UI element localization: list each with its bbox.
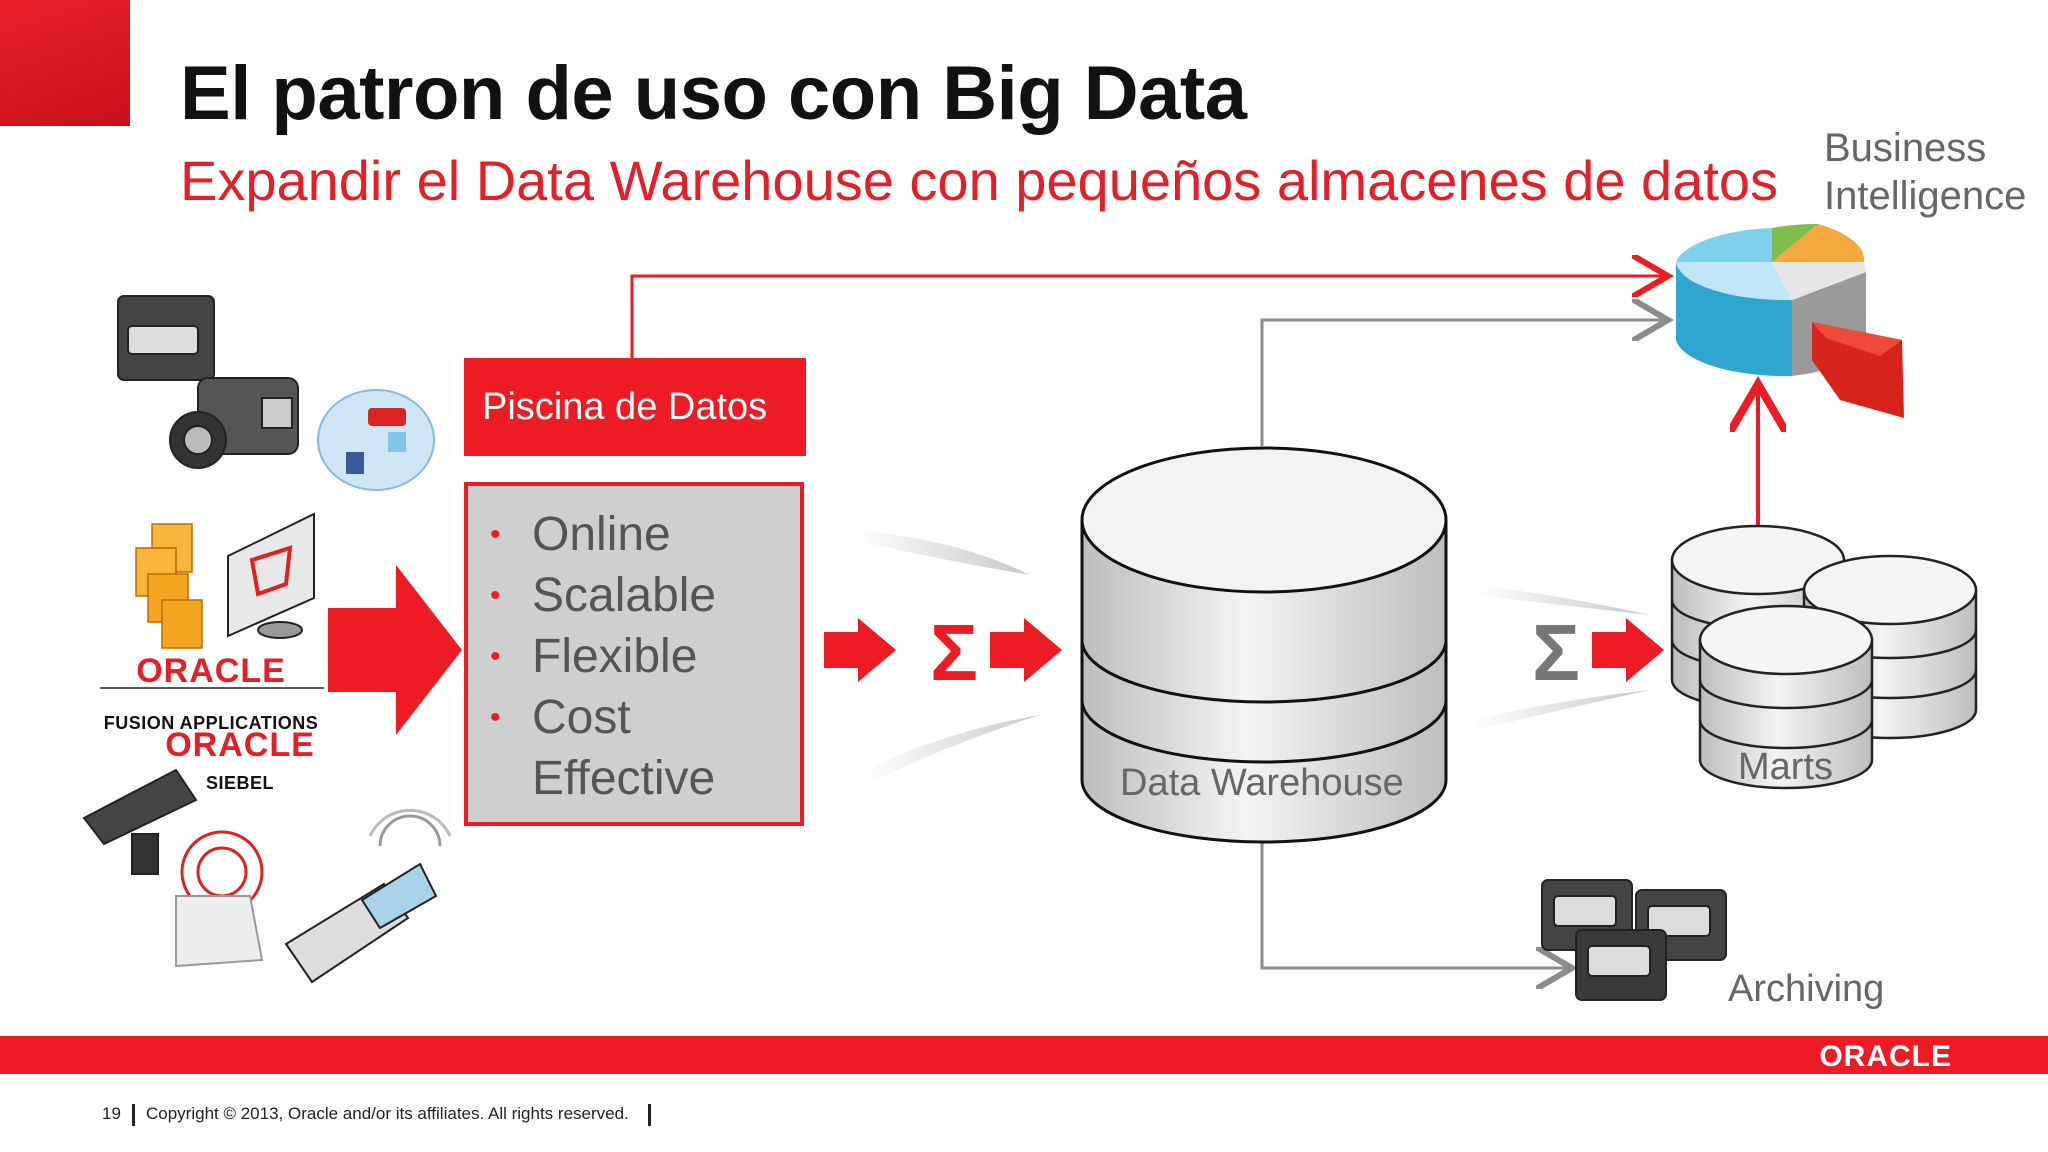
swoosh-upper-left bbox=[855, 530, 1030, 575]
marts-label: Marts bbox=[1738, 746, 1833, 788]
oracle-fusion-logo-subtitle: FUSION APPLICATIONS bbox=[103, 713, 319, 733]
property-scalable: Scalable bbox=[490, 565, 800, 626]
ingest-arrow bbox=[328, 565, 462, 735]
business-intelligence-pie-chart bbox=[1676, 223, 1904, 418]
data-pool-header: Piscina de Datos bbox=[464, 358, 806, 456]
property-online: Online bbox=[490, 504, 800, 565]
oracle-siebel-logo-text: ORACLE bbox=[165, 726, 315, 764]
swoosh-upper-right bbox=[1475, 585, 1650, 615]
mobile-phone-icon bbox=[284, 808, 452, 984]
bi-label-line2: Intelligence bbox=[1824, 174, 2027, 218]
data-warehouse-label: Data Warehouse bbox=[1120, 762, 1404, 804]
property-cost: Cost bbox=[490, 687, 800, 748]
sigma-to-marts-arrow bbox=[1592, 618, 1664, 682]
archiving-tapes-icon bbox=[1541, 879, 1727, 1001]
archiving-label: Archiving bbox=[1728, 968, 1885, 1010]
page-title: El patron de uso con Big Data bbox=[180, 51, 1247, 136]
swoosh-lower-left bbox=[865, 715, 1040, 780]
oracle-siebel-logo: ORACLE SIEBEL bbox=[150, 726, 330, 794]
page-subtitle: Expandir el Data Warehouse con pequeños … bbox=[180, 149, 1779, 212]
oracle-fusion-logo-text: ORACLE bbox=[136, 652, 286, 690]
documents-stack-icon bbox=[135, 523, 203, 649]
sigma-symbol-gray: Σ bbox=[1532, 608, 1580, 697]
dw-to-bi-connector bbox=[1260, 320, 1668, 446]
oracle-siebel-logo-subtitle: SIEBEL bbox=[205, 773, 274, 793]
oracle-fusion-logo: ORACLE FUSION APPLICATIONS bbox=[96, 652, 326, 734]
dw-to-archiving-connector bbox=[1260, 842, 1572, 968]
video-camera-icon bbox=[169, 377, 299, 469]
sigma-to-dw-arrow bbox=[990, 618, 1062, 682]
page-number: 19 bbox=[102, 1104, 121, 1123]
property-flexible: Flexible bbox=[490, 626, 800, 687]
business-intelligence-label: Business Intelligence bbox=[1824, 124, 2026, 220]
social-cloud-icon bbox=[317, 389, 435, 491]
footer-oracle-logo: ORACLE bbox=[1819, 1040, 1952, 1073]
bi-label-line1: Business bbox=[1824, 126, 1987, 170]
property-effective: Effective bbox=[532, 752, 716, 805]
footer-divider-right bbox=[648, 1104, 651, 1126]
ecommerce-monitor-icon bbox=[227, 512, 315, 639]
pool-to-sigma-arrow bbox=[824, 618, 896, 682]
swoosh-lower-right bbox=[1470, 690, 1650, 730]
barcode-scanner-icon bbox=[82, 768, 198, 875]
mart-cylinder-front bbox=[1698, 604, 1874, 790]
sigma-symbol-red: Σ bbox=[930, 608, 978, 697]
footer-divider-left bbox=[132, 1104, 135, 1126]
pool-to-bi-connector bbox=[630, 276, 1668, 358]
data-warehouse-cylinder bbox=[1080, 446, 1448, 844]
data-pool-properties-box: Online Scalable Flexible Cost Effective bbox=[464, 482, 804, 826]
rfid-package-icon bbox=[175, 830, 264, 968]
footer-bar bbox=[0, 1036, 2048, 1074]
video-tape-icon bbox=[117, 295, 215, 381]
brand-corner-block bbox=[0, 0, 130, 126]
copyright-text: Copyright © 2013, Oracle and/or its affi… bbox=[146, 1104, 629, 1123]
